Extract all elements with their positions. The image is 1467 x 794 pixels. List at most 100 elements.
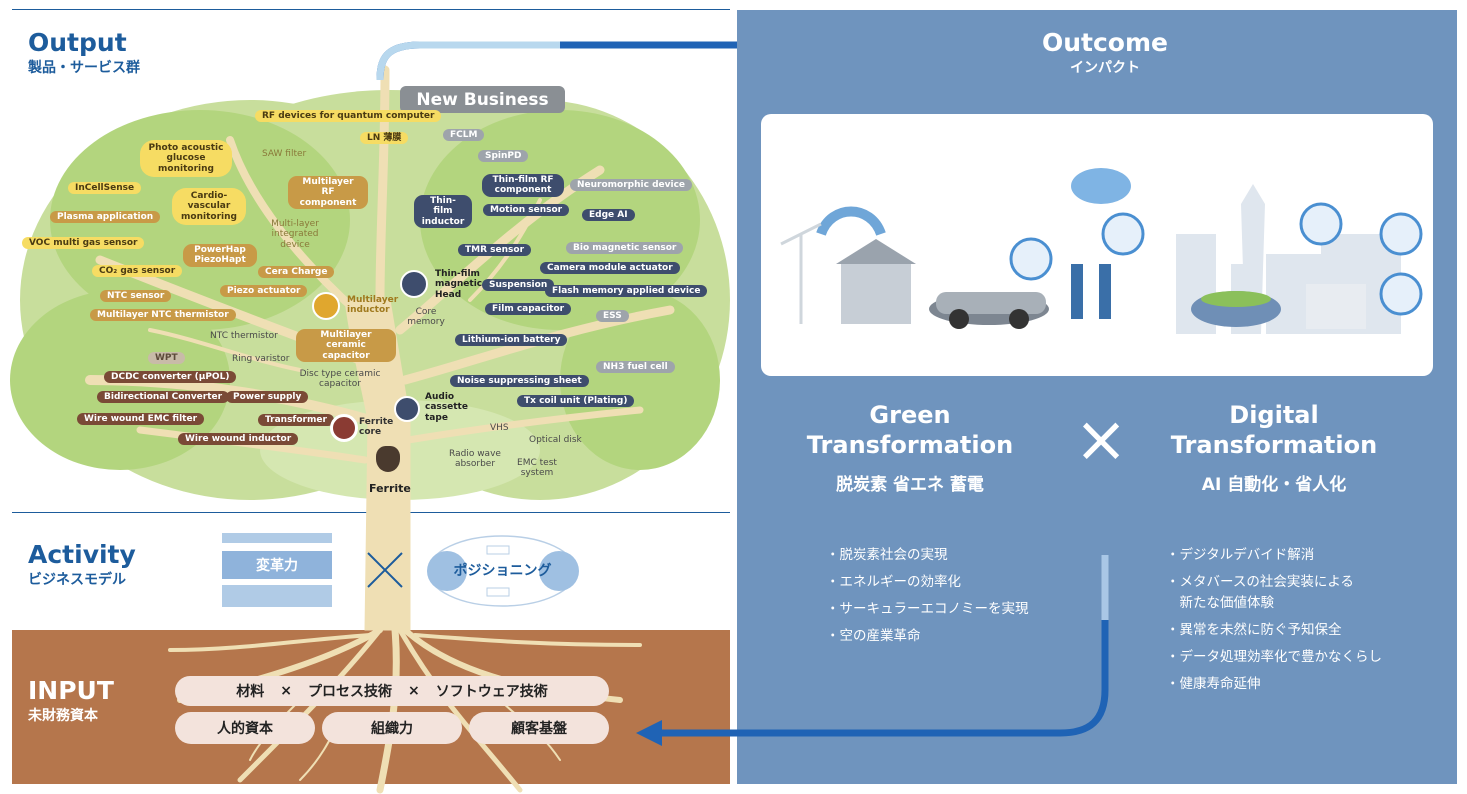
label-multilayer-inductor: Multilayer inductor [347,295,399,316]
label-multilayer-integrated: Multi-layer integrated device [271,219,319,250]
label-thinfilm-head: Thin-film magnetic Head [435,269,483,300]
label-saw-filter: SAW filter [262,149,307,159]
label-bidirectional: Bidirectional Converter [97,391,230,404]
label-power-supply: Power supply [226,391,309,404]
positioning-block: ポジショニング [425,532,580,610]
inductor-icon [312,292,340,320]
label-ess: ESS [596,310,629,323]
green-bullet-list: ・脱炭素社会の実現 ・エネルギーの効率化 ・サーキュラーエコノミーを実現 ・空の… [826,545,1029,647]
input-row1-pill: 材料 × プロセス技術 × ソフトウェア技術 [175,676,609,706]
activity-title: Activity [28,540,136,569]
label-disc-type: Disc type ceramic capacitor [299,369,381,390]
label-thinfilm-inductor: Thin-film inductor [414,195,472,229]
digital-bullet: ・デジタルデバイド解消 [1166,547,1315,563]
digital-title-1: Digital [1229,401,1319,429]
digital-bullet: ・異常を未然に防ぐ予知保全 [1166,621,1342,638]
label-piezo: Piezo actuator [220,285,308,298]
label-optical-disk: Optical disk [529,435,582,445]
audio-tape-icon [394,396,420,422]
input-material: 材料 [236,684,265,700]
input-human-capital-pill: 人的資本 [175,712,315,744]
label-suspension: Suspension [482,279,555,292]
ferrite-icon [376,446,400,472]
digital-title-2: Transformation [1170,431,1378,459]
input-process-tech: プロセス技術 [308,684,392,700]
green-title-2: Transformation [806,431,1014,459]
output-subtitle: 製品・サービス群 [28,60,140,76]
green-bullet: ・脱炭素社会の実現 [826,547,948,563]
positioning-label: ポジショニング [453,563,552,579]
label-wire-emc: Wire wound EMC filter [77,413,205,426]
label-co2: CO₂ gas sensor [92,265,183,278]
outcome-title: Outcome [1041,28,1168,57]
label-ntc-sensor: NTC sensor [100,290,172,303]
new-business-label: New Business [416,89,549,110]
digital-bullet: ・データ処理効率化で豊かなくらし [1166,648,1382,665]
label-multilayer-ntc: Multilayer NTC thermistor [90,309,236,322]
green-subtitle: 脱炭素 省エネ 蓄電 [836,475,984,495]
output-arrow-light-segment [376,41,560,81]
label-noise-sheet: Noise suppressing sheet [450,375,589,388]
henkakuryoku-block: 変革力 [222,533,332,607]
label-cardio: Cardio-vascular monitoring [172,188,246,226]
label-cera-charge: Cera Charge [258,266,335,279]
input-times-2: × [408,683,420,699]
label-edge-ai: Edge AI [582,209,635,222]
input-title: INPUT [28,676,114,705]
digital-bullet: 新たな価値体験 [1166,594,1274,611]
label-camera-actuator: Camera module actuator [540,262,680,275]
label-plasma: Plasma application [50,211,161,224]
label-tmr: TMR sensor [458,244,532,257]
label-photo-glucose: Photo acoustic glucose monitoring [140,140,232,178]
label-nh3: NH3 fuel cell [596,361,675,374]
label-film-capacitor: Film capacitor [485,303,572,316]
label-wire-inductor: Wire wound inductor [178,433,299,446]
input-customer-base: 顧客基盤 [511,721,567,737]
label-powerhap: PowerHap PiezoHapt [183,244,257,267]
label-emc-test: EMC test system [517,458,557,479]
label-wpt: WPT [148,352,185,365]
label-ntc-thermistor: NTC thermistor [210,331,278,341]
input-subtitle: 未財務資本 [28,708,98,724]
label-ferrite-core: Ferrite core [359,417,394,438]
ferrite-core-icon [330,414,358,442]
thinfilm-head-icon [400,270,428,298]
label-ferrite: Ferrite [369,482,411,495]
label-ring-varistor: Ring varistor [232,354,290,364]
input-organization-pill: 組織力 [322,712,462,744]
outcome-subtitle: インパクト [1070,60,1140,76]
label-multilayer-rf: Multilayer RF component [288,176,368,210]
henkakuryoku-label: 変革力 [256,558,298,574]
label-core-memory: Core memory [407,307,445,328]
transformation-cross: × [1074,403,1128,477]
label-mlcc: Multilayer ceramic capacitor [296,329,396,363]
label-radio-wave: Radio wave absorber [449,449,501,470]
label-dcdc: DCDC converter (μPOL) [104,371,237,384]
label-rf-quantum: RF devices for quantum computer [255,110,442,123]
label-incellsense: InCellSense [68,182,142,195]
green-title-1: Green [869,401,951,429]
label-neuromorphic: Neuromorphic device [570,179,693,192]
input-times-1: × [280,683,292,699]
input-software-tech: ソフトウェア技術 [435,684,548,700]
label-ln-thinfilm: LN 薄膜 [360,132,409,145]
activity-cross-icon [367,552,403,588]
label-spinpd: SpinPD [478,150,529,163]
label-transformer: Transformer [258,414,334,427]
activity-subtitle: ビジネスモデル [28,572,126,588]
label-tx-coil: Tx coil unit (Plating) [517,395,635,408]
digital-subtitle: AI 自動化・省人化 [1201,475,1347,495]
label-fclm: FCLM [443,129,485,142]
label-li-ion: Lithium-ion battery [455,334,568,347]
digital-bullet: ・メタバースの社会実装による [1166,573,1354,590]
input-human-capital: 人的資本 [217,721,273,737]
label-audio-tape: Audio cassette tape [425,392,468,423]
digital-bullet: ・健康寿命延伸 [1166,675,1261,692]
label-motion-sensor: Motion sensor [483,204,570,217]
green-bullet: ・エネルギーの効率化 [826,573,961,590]
green-bullet: ・サーキュラーエコノミーを実現 [826,600,1029,617]
digital-bullet-list: ・デジタルデバイド解消 ・メタバースの社会実装による 新たな価値体験 ・異常を未… [1166,545,1382,695]
output-title: Output [28,28,127,57]
soil-area [12,630,730,784]
